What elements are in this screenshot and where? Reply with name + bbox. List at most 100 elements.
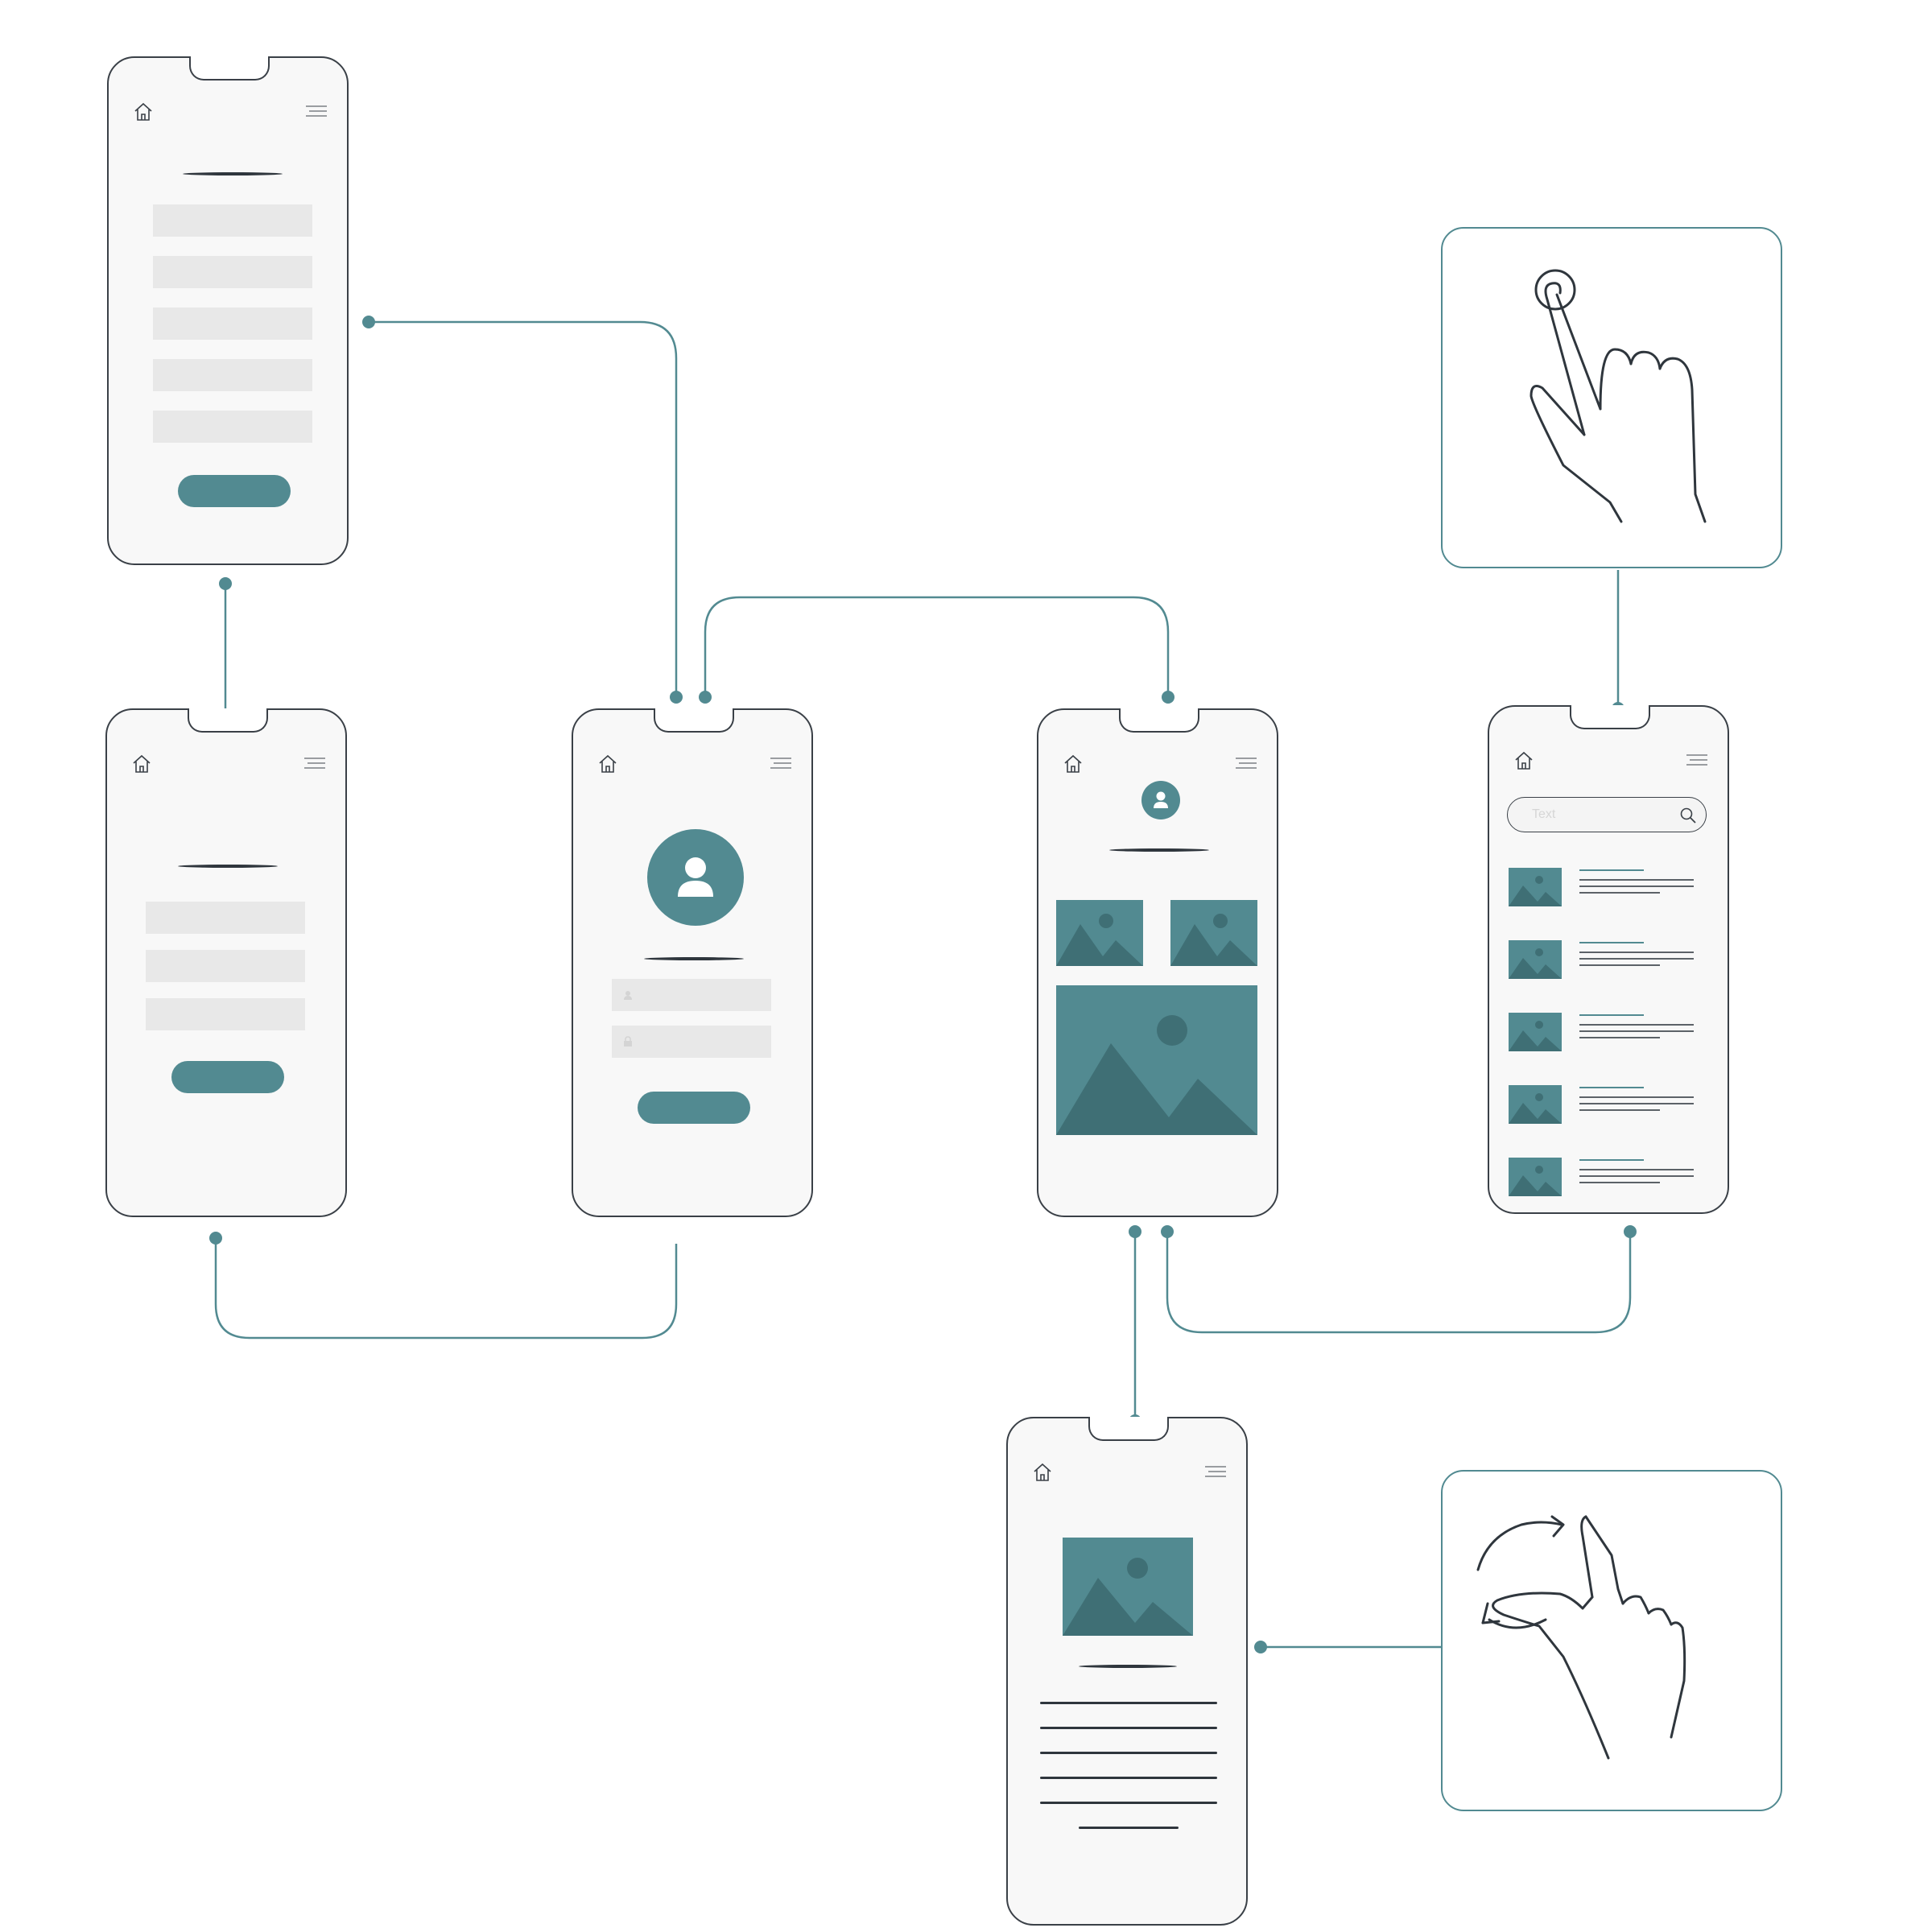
list-item-text [1579, 1096, 1694, 1098]
connector-node [670, 691, 683, 704]
page-title-placeholder [178, 865, 278, 868]
list-item-text [1579, 958, 1694, 960]
list-item-text [1579, 1109, 1660, 1111]
connector-node [1129, 1225, 1141, 1238]
page-title-placeholder [183, 172, 283, 175]
image-placeholder-icon [1509, 868, 1562, 906]
list-item-text [1579, 952, 1694, 953]
phone-notch [1119, 708, 1199, 733]
username-field[interactable] [612, 979, 771, 1011]
list-item-text [1579, 879, 1694, 881]
list-item[interactable] [1489, 940, 1731, 982]
home-icon[interactable] [597, 753, 618, 774]
form-field[interactable] [146, 902, 305, 934]
search-placeholder: Text [1532, 807, 1556, 821]
list-item-text [1579, 1030, 1694, 1032]
article-text-line [1040, 1727, 1217, 1729]
user-avatar-icon[interactable] [1141, 781, 1180, 819]
connector-node [1254, 1641, 1267, 1653]
search-icon[interactable] [1678, 806, 1698, 825]
menu-icon[interactable] [303, 755, 326, 771]
connector-gallery-to-search [1166, 1232, 1632, 1334]
login-screen [572, 708, 813, 1217]
form-field[interactable] [153, 359, 312, 391]
image-placeholder-icon[interactable] [1063, 1538, 1193, 1636]
article-title-placeholder [1079, 1665, 1177, 1668]
menu-icon[interactable] [1235, 755, 1257, 771]
list-item-text [1579, 1175, 1694, 1177]
list-item[interactable] [1489, 1158, 1731, 1199]
article-text-line [1079, 1827, 1179, 1829]
form-field[interactable] [153, 256, 312, 288]
image-placeholder-icon [1509, 1085, 1562, 1124]
list-item[interactable] [1489, 868, 1731, 910]
image-placeholder-icon [1509, 1013, 1562, 1051]
list-item-text [1579, 964, 1660, 966]
user-avatar-icon [647, 829, 744, 926]
registration-screen [107, 56, 349, 565]
list-item-title [1579, 1014, 1644, 1016]
tap-gesture-card [1441, 227, 1782, 568]
search-input[interactable]: Text [1507, 797, 1707, 832]
connector-registration-to-login [369, 320, 678, 699]
image-placeholder-icon [1509, 940, 1562, 979]
tap-gesture-icon [1530, 269, 1707, 523]
rotate-gesture-icon [1476, 1515, 1686, 1760]
home-icon[interactable] [1032, 1462, 1053, 1483]
form-field[interactable] [153, 308, 312, 340]
rotate-gesture-card [1441, 1470, 1782, 1811]
home-icon[interactable] [1063, 753, 1084, 774]
article-text-line [1040, 1702, 1217, 1704]
image-placeholder-icon[interactable] [1056, 900, 1143, 966]
list-item[interactable] [1489, 1013, 1731, 1055]
image-placeholder-icon[interactable] [1056, 985, 1257, 1135]
connector-node [1162, 691, 1174, 704]
user-field-icon [624, 991, 632, 1000]
login-button[interactable] [638, 1092, 750, 1124]
home-icon[interactable] [133, 101, 154, 122]
list-item-title [1579, 942, 1644, 943]
menu-icon[interactable] [305, 103, 328, 119]
article-screen [1006, 1417, 1248, 1926]
list-item-title [1579, 1159, 1644, 1161]
home-icon[interactable] [131, 753, 152, 774]
home-icon[interactable] [1513, 750, 1534, 771]
form-field[interactable] [153, 204, 312, 237]
phone-notch [189, 56, 270, 80]
list-item-text [1579, 886, 1694, 887]
phone-notch [1570, 705, 1650, 729]
connector-node [1624, 1225, 1637, 1238]
connector-node [219, 577, 232, 590]
connector-node [209, 1232, 222, 1245]
list-item[interactable] [1489, 1085, 1731, 1127]
menu-icon[interactable] [770, 755, 792, 771]
profile-name-placeholder [1109, 848, 1209, 852]
submit-button[interactable] [171, 1061, 284, 1093]
phone-notch [1088, 1417, 1169, 1441]
form-field[interactable] [153, 411, 312, 443]
image-placeholder-icon [1509, 1158, 1562, 1196]
list-item-text [1579, 1037, 1660, 1038]
form-field[interactable] [146, 998, 305, 1030]
password-field[interactable] [612, 1026, 771, 1058]
list-item-title [1579, 1087, 1644, 1088]
connector-node [362, 316, 375, 328]
article-text-line [1040, 1802, 1217, 1804]
list-item-text [1579, 1024, 1694, 1026]
username-placeholder [644, 957, 744, 960]
menu-icon[interactable] [1686, 752, 1708, 768]
connector-node [1161, 1225, 1174, 1238]
article-text-line [1040, 1777, 1217, 1779]
image-placeholder-icon[interactable] [1170, 900, 1257, 966]
list-item-text [1579, 892, 1660, 894]
gallery-screen [1037, 708, 1278, 1217]
list-item-title [1579, 869, 1644, 871]
connector-login-to-gallery [704, 596, 1170, 699]
form-field[interactable] [146, 950, 305, 982]
connector-signup-to-login [214, 1244, 678, 1340]
phone-notch [654, 708, 734, 733]
connector-node [699, 691, 712, 704]
submit-button[interactable] [178, 475, 291, 507]
list-item-text [1579, 1169, 1694, 1170]
menu-icon[interactable] [1204, 1463, 1227, 1480]
